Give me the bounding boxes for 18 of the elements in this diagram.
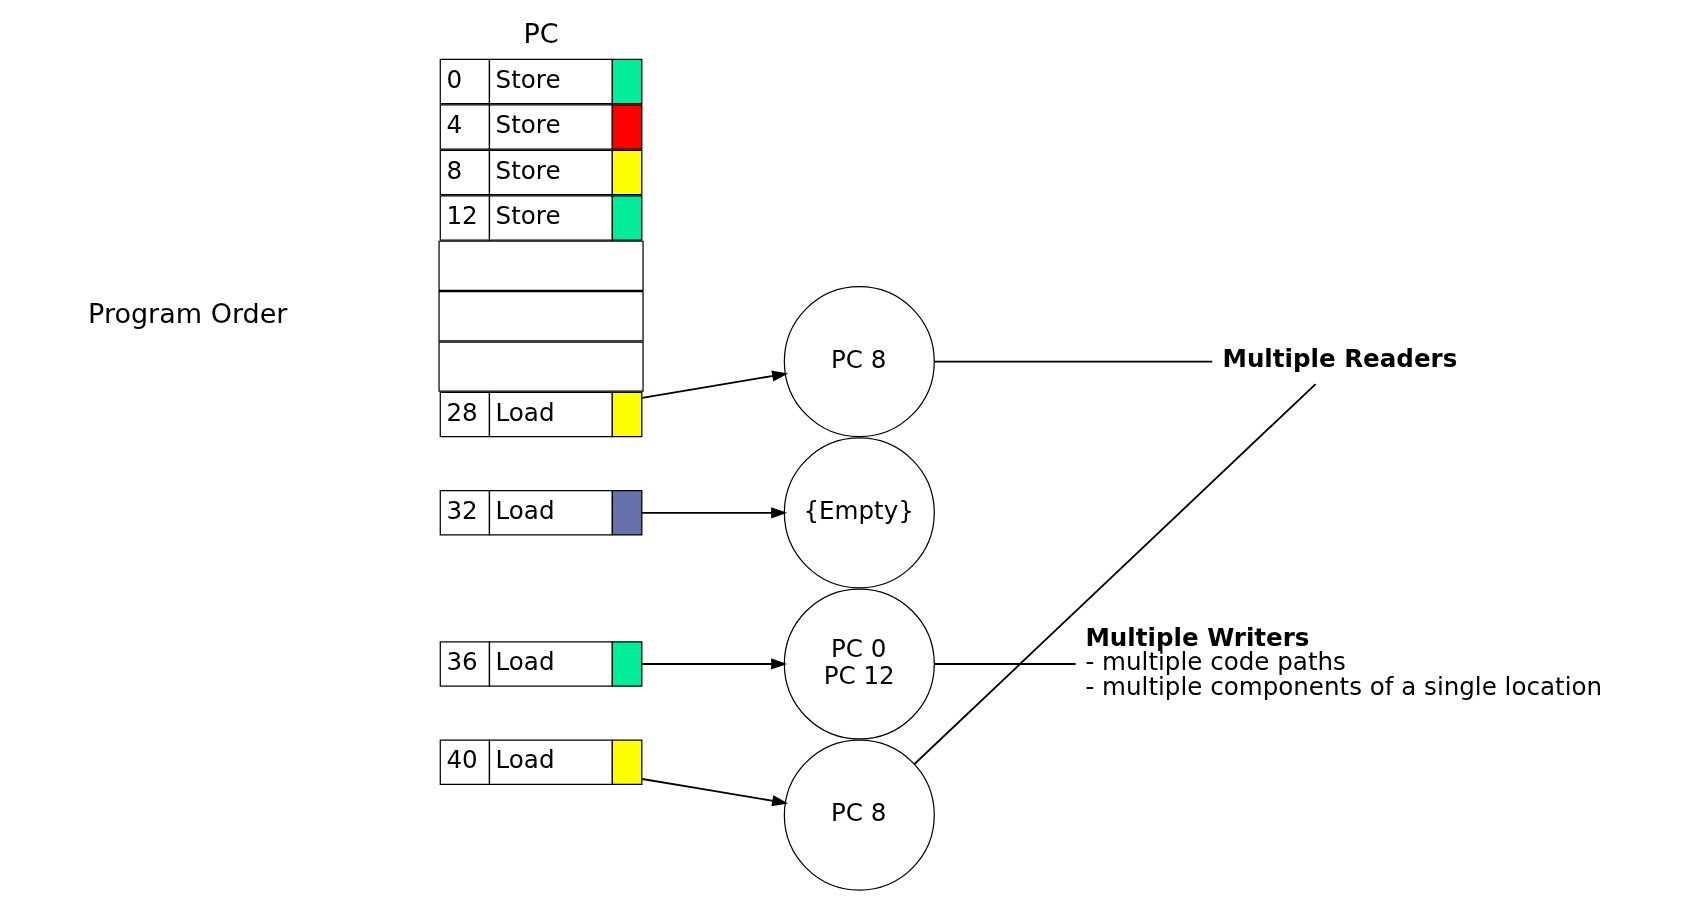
node-text: Multiple Writers - multiple code paths - multiple components of a single location: [1084, 622, 1602, 701]
node-box: [437, 240, 644, 291]
node-circle: PC 0 PC 12: [783, 587, 935, 740]
arrow: [640, 657, 787, 670]
node-circle: PC 8: [783, 739, 935, 891]
node-box: [437, 340, 644, 392]
connector: [932, 662, 1076, 665]
arrow: [640, 370, 788, 399]
arrow: [640, 506, 787, 518]
connector: [932, 360, 1213, 363]
label: Program Order: [87, 297, 287, 329]
connector: [913, 382, 1316, 765]
node-box: [437, 290, 644, 341]
node-circle: {Empty}: [783, 436, 935, 588]
label: PC: [522, 17, 559, 49]
node-circle: PC 8: [783, 285, 935, 437]
node-text: Multiple Readers: [1221, 343, 1457, 373]
arrow: [640, 777, 788, 806]
